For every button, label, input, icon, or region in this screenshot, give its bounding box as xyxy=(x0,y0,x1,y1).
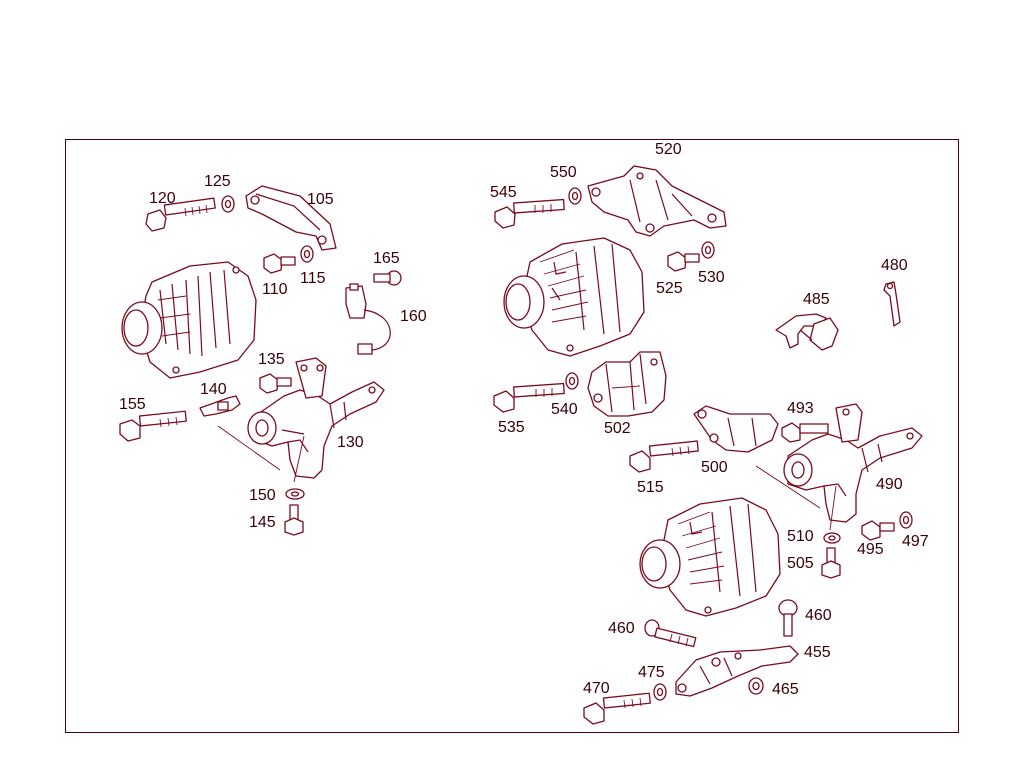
bracket-455-icon[interactable] xyxy=(675,645,799,697)
washer-150-icon[interactable] xyxy=(285,488,305,500)
label-130: 130 xyxy=(337,434,364,451)
label-497: 497 xyxy=(902,533,929,550)
bolt-145-icon[interactable] xyxy=(284,504,304,536)
label-525: 525 xyxy=(656,280,683,297)
washer-540-icon[interactable] xyxy=(565,372,579,390)
label-500: 500 xyxy=(701,459,728,476)
bolt-110-icon[interactable] xyxy=(263,253,296,274)
washer-510-icon[interactable] xyxy=(823,532,841,544)
label-465: 465 xyxy=(772,681,799,698)
clamp-485-icon[interactable] xyxy=(775,313,839,351)
label-480: 480 xyxy=(881,257,908,274)
label-545: 545 xyxy=(490,184,517,201)
label-530: 530 xyxy=(698,269,725,286)
label-145: 145 xyxy=(249,514,276,531)
label-520: 520 xyxy=(655,141,682,158)
label-150: 150 xyxy=(249,487,276,504)
label-495: 495 xyxy=(857,541,884,558)
label-490: 490 xyxy=(876,476,903,493)
alternator-right-top-icon xyxy=(503,237,645,357)
bolt-545-icon[interactable] xyxy=(494,198,565,229)
label-485: 485 xyxy=(803,291,830,308)
label-165: 165 xyxy=(373,250,400,267)
bolt-135-icon[interactable] xyxy=(259,373,292,394)
bolt-460-lower-icon[interactable] xyxy=(644,619,697,648)
alternator-left-icon xyxy=(121,261,257,379)
label-535: 535 xyxy=(498,419,525,436)
leader-lines-left xyxy=(217,425,305,483)
label-550: 550 xyxy=(550,164,577,181)
pump-490-icon[interactable] xyxy=(783,403,923,523)
label-160: 160 xyxy=(400,308,427,325)
label-470: 470 xyxy=(583,680,610,697)
label-510: 510 xyxy=(787,528,814,545)
nut-465-icon[interactable] xyxy=(748,677,764,695)
bolt-120-icon[interactable] xyxy=(145,197,216,232)
bolt-155-icon[interactable] xyxy=(119,410,187,442)
alternator-right-bottom-icon xyxy=(639,497,781,617)
leader-lines-right xyxy=(755,465,837,531)
bolt-470-icon[interactable] xyxy=(583,692,651,725)
label-540: 540 xyxy=(551,401,578,418)
regulator-160-icon[interactable] xyxy=(345,283,391,355)
bolt-495-icon[interactable] xyxy=(861,520,895,541)
bolt-515-icon[interactable] xyxy=(629,440,699,473)
label-110: 110 xyxy=(262,281,288,298)
washer-125-icon[interactable] xyxy=(221,195,235,213)
washer-115-icon[interactable] xyxy=(300,245,314,263)
diagram-frame xyxy=(65,139,959,733)
washer-475-icon[interactable] xyxy=(653,683,667,701)
washer-550-icon[interactable] xyxy=(568,187,582,205)
bolt-460-upper-icon[interactable] xyxy=(778,599,798,637)
bolt-525-icon[interactable] xyxy=(667,251,700,272)
mount-502-icon[interactable] xyxy=(587,351,667,417)
label-140: 140 xyxy=(200,381,227,398)
bolt-493-icon[interactable] xyxy=(781,422,829,443)
bracket-520-icon[interactable] xyxy=(587,165,727,237)
label-460-right: 460 xyxy=(805,607,832,624)
label-493: 493 xyxy=(787,400,814,417)
label-475: 475 xyxy=(638,664,665,681)
bolt-535-icon[interactable] xyxy=(493,382,565,413)
bracket-500-icon[interactable] xyxy=(693,405,779,453)
label-460-left: 460 xyxy=(608,620,635,637)
washer-497-icon[interactable] xyxy=(899,511,913,529)
bracket-105-icon[interactable] xyxy=(245,185,337,251)
label-505: 505 xyxy=(787,555,814,572)
label-515: 515 xyxy=(637,479,664,496)
label-105: 105 xyxy=(307,191,334,208)
label-155: 155 xyxy=(119,396,146,413)
bolt-165-icon[interactable] xyxy=(373,270,402,286)
label-502: 502 xyxy=(604,420,631,437)
label-135: 135 xyxy=(258,351,285,368)
label-115: 115 xyxy=(300,270,326,287)
clip-480-icon[interactable] xyxy=(883,281,901,327)
label-125: 125 xyxy=(204,173,231,190)
washer-530-icon[interactable] xyxy=(701,241,715,259)
label-120: 120 xyxy=(149,190,176,207)
clip-140-icon[interactable] xyxy=(199,395,241,417)
label-455: 455 xyxy=(804,644,831,661)
bolt-505-icon[interactable] xyxy=(821,547,841,579)
pump-130-icon[interactable] xyxy=(247,357,385,479)
